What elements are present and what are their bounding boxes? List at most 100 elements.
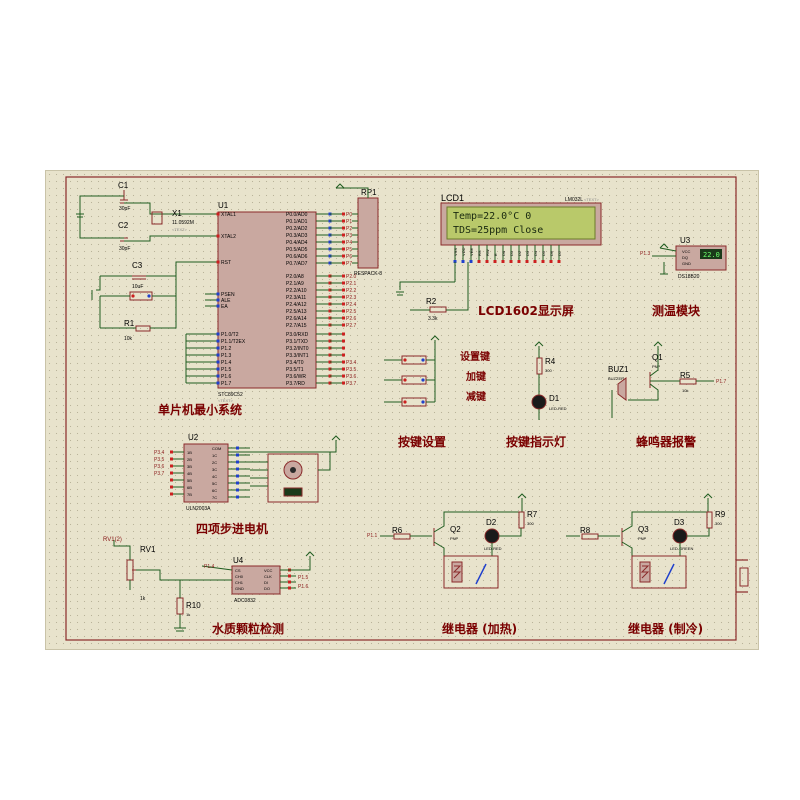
lcd-pin bbox=[461, 260, 465, 263]
title-keys: 按键设置 bbox=[398, 434, 446, 449]
pin-label: P2.3/A11 bbox=[286, 295, 306, 301]
svg-text:BUZZER: BUZZER bbox=[608, 376, 624, 381]
lcd-pin bbox=[477, 260, 481, 263]
c1-ref: C1 bbox=[118, 181, 129, 190]
pin-label: XTAL1 bbox=[221, 212, 236, 218]
pin-label: P3.2/INT0 bbox=[286, 346, 309, 352]
lcd-pin bbox=[509, 260, 513, 263]
net-label: P2 bbox=[346, 226, 352, 232]
net-p13: P1.3 bbox=[640, 251, 651, 257]
svg-text:LED-GREEN: LED-GREEN bbox=[670, 546, 693, 551]
pin-marker bbox=[216, 346, 220, 350]
pin-label: P0.0/AD0 bbox=[286, 212, 308, 218]
lcd-pin bbox=[469, 260, 473, 263]
pin-label: 3B bbox=[187, 464, 192, 469]
pin-label: P1.7 bbox=[221, 381, 232, 387]
rv1-ref: RV1 bbox=[140, 545, 156, 554]
svg-text:LED-RED: LED-RED bbox=[484, 546, 502, 551]
pin-label: 3C bbox=[212, 467, 217, 472]
pin-label: EA bbox=[221, 304, 228, 310]
label-key-set: 设置键 bbox=[460, 350, 491, 363]
pin-label: P2.1/A9 bbox=[286, 281, 304, 287]
lcd-line-1: Temp=22.0°C 0 bbox=[453, 211, 531, 222]
r7-ref: R7 bbox=[527, 510, 538, 519]
pin-label: P0.2/AD2 bbox=[286, 226, 308, 232]
net-p15: P1.5 bbox=[298, 575, 309, 581]
pin-marker bbox=[216, 353, 220, 357]
pin-label: P1.5 bbox=[221, 367, 232, 373]
mcu-section: C1 30pF C2 30pF X1 11.0592M <TEXT> C3 10… bbox=[76, 181, 382, 417]
u1-part: STC89C52 bbox=[218, 392, 243, 398]
title-lcd: LCD1602显示屏 bbox=[478, 304, 574, 318]
lcd-pin-label: D7 bbox=[557, 250, 562, 256]
resistor-r4 bbox=[536, 357, 543, 375]
net-label: P2.5 bbox=[346, 309, 357, 315]
q3-ref: Q3 bbox=[638, 525, 649, 534]
pin-marker bbox=[216, 304, 220, 308]
lcd-pin-label: E bbox=[493, 253, 498, 256]
pin-marker bbox=[216, 234, 220, 238]
keyled-section: R4 300 D1 LED-RED 按键指示灯 bbox=[506, 341, 567, 449]
net-label: P2.6 bbox=[346, 316, 357, 322]
relay-cool[interactable] bbox=[631, 555, 687, 589]
pin-label: 2C bbox=[212, 460, 217, 465]
net-label: P3.7 bbox=[346, 381, 357, 387]
sheet-frame bbox=[65, 176, 737, 641]
pin-label: 1C bbox=[212, 453, 217, 458]
pin-label: 1B bbox=[187, 450, 192, 455]
pin-marker bbox=[216, 381, 220, 385]
title-keyled: 按键指示灯 bbox=[506, 434, 566, 449]
pin-label: 7C bbox=[212, 495, 217, 500]
pin-label: P3.5/T1 bbox=[286, 367, 304, 373]
pin-label: P3.0/RXD bbox=[286, 332, 309, 338]
lcd-pin bbox=[493, 260, 497, 263]
svg-text:PNP: PNP bbox=[450, 536, 459, 541]
pin-label: P0.4/AD4 bbox=[286, 240, 308, 246]
u4-value: ADC0832 bbox=[234, 598, 256, 604]
net-label: P2.4 bbox=[346, 302, 357, 308]
pin-label: 4B bbox=[187, 471, 192, 476]
pin-label: P3.4/T0 bbox=[286, 360, 304, 366]
lcd-section: LCD1 LM032L <TEXT> Temp=22.0°C 0 TDS=25p… bbox=[396, 193, 602, 322]
pin-label: 4C bbox=[212, 474, 217, 479]
pin-label: 7B bbox=[187, 492, 192, 497]
r8-ref: R8 bbox=[580, 526, 591, 535]
d1-ref: D1 bbox=[549, 394, 560, 403]
u3-ref: U3 bbox=[680, 236, 691, 245]
u4-ref: U4 bbox=[233, 556, 244, 565]
r2-value: 3.3k bbox=[428, 316, 438, 322]
schematic-sheet bbox=[45, 170, 759, 650]
pin-label: XTAL2 bbox=[221, 234, 236, 240]
net-label: P0 bbox=[346, 212, 352, 218]
svg-text:1k: 1k bbox=[140, 596, 146, 602]
pin-label: RST bbox=[221, 260, 231, 266]
lcd-pin-label: D0 bbox=[501, 250, 506, 256]
title-relay-heat: 继电器 (加热) bbox=[442, 621, 517, 636]
title-tds: 水质颗粒检测 bbox=[212, 621, 284, 636]
led-d3 bbox=[672, 528, 688, 544]
lcd-pin bbox=[549, 260, 553, 263]
lcd-pin-label: D5 bbox=[541, 250, 546, 256]
lcd-line-2: TDS=25ppm Close bbox=[453, 225, 543, 236]
led-d1 bbox=[531, 394, 547, 410]
pin-marker bbox=[216, 298, 220, 302]
net-label: P3.4 bbox=[154, 450, 165, 456]
pin-label: P2.7/A15 bbox=[286, 323, 307, 329]
net-p14: P1.4 bbox=[204, 564, 215, 570]
relay-heat[interactable] bbox=[443, 555, 499, 589]
lcd-pin-label: D2 bbox=[517, 250, 522, 256]
svg-text:PNP: PNP bbox=[652, 364, 661, 369]
buzzer-section: BUZ1 BUZZER Q1 PNP R5 10k P1.7 蜂鸣器报警 bbox=[608, 341, 727, 449]
r4-ref: R4 bbox=[545, 357, 556, 366]
net-label: P2.3 bbox=[346, 295, 357, 301]
lcd-pin bbox=[517, 260, 521, 263]
pin-marker bbox=[216, 374, 220, 378]
lcd-pin bbox=[533, 260, 537, 263]
svg-text:LED-RED: LED-RED bbox=[549, 406, 567, 411]
pin-label: 5C bbox=[212, 481, 217, 486]
pin-marker bbox=[216, 292, 220, 296]
pin-label: 2B bbox=[187, 457, 192, 462]
x1-ref: X1 bbox=[172, 209, 182, 218]
r6-ref: R6 bbox=[392, 526, 403, 535]
label-key-down: 减键 bbox=[466, 390, 487, 403]
